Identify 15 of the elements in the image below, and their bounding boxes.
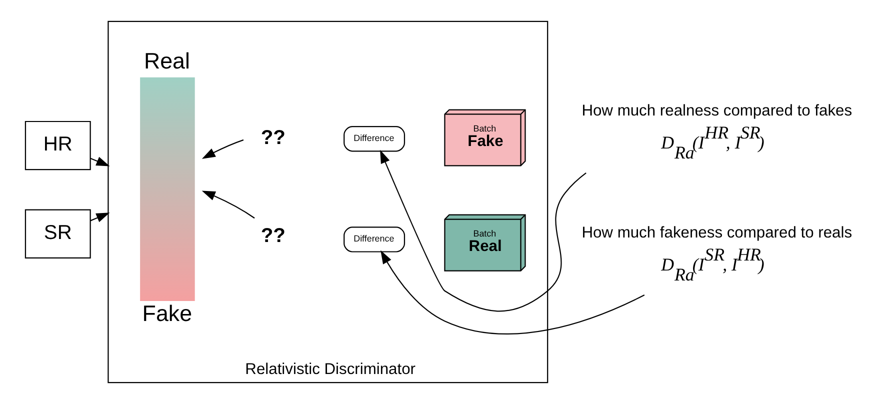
arrow: [90, 156, 110, 166]
arrow: [202, 190, 255, 219]
arrow: [202, 139, 244, 159]
node-label: Fake: [142, 301, 192, 326]
node-box: SR: [24, 209, 91, 258]
arrow: [90, 212, 110, 222]
node-box: HR: [24, 120, 91, 170]
node-box: Difference: [344, 126, 406, 152]
node-box: [140, 77, 195, 301]
node-label: Real: [144, 48, 190, 74]
arrow: [380, 250, 645, 334]
node-box: Difference: [344, 226, 406, 252]
node-text: ??: [260, 225, 286, 248]
node-text: ??: [260, 126, 286, 149]
arrow: [380, 150, 586, 312]
